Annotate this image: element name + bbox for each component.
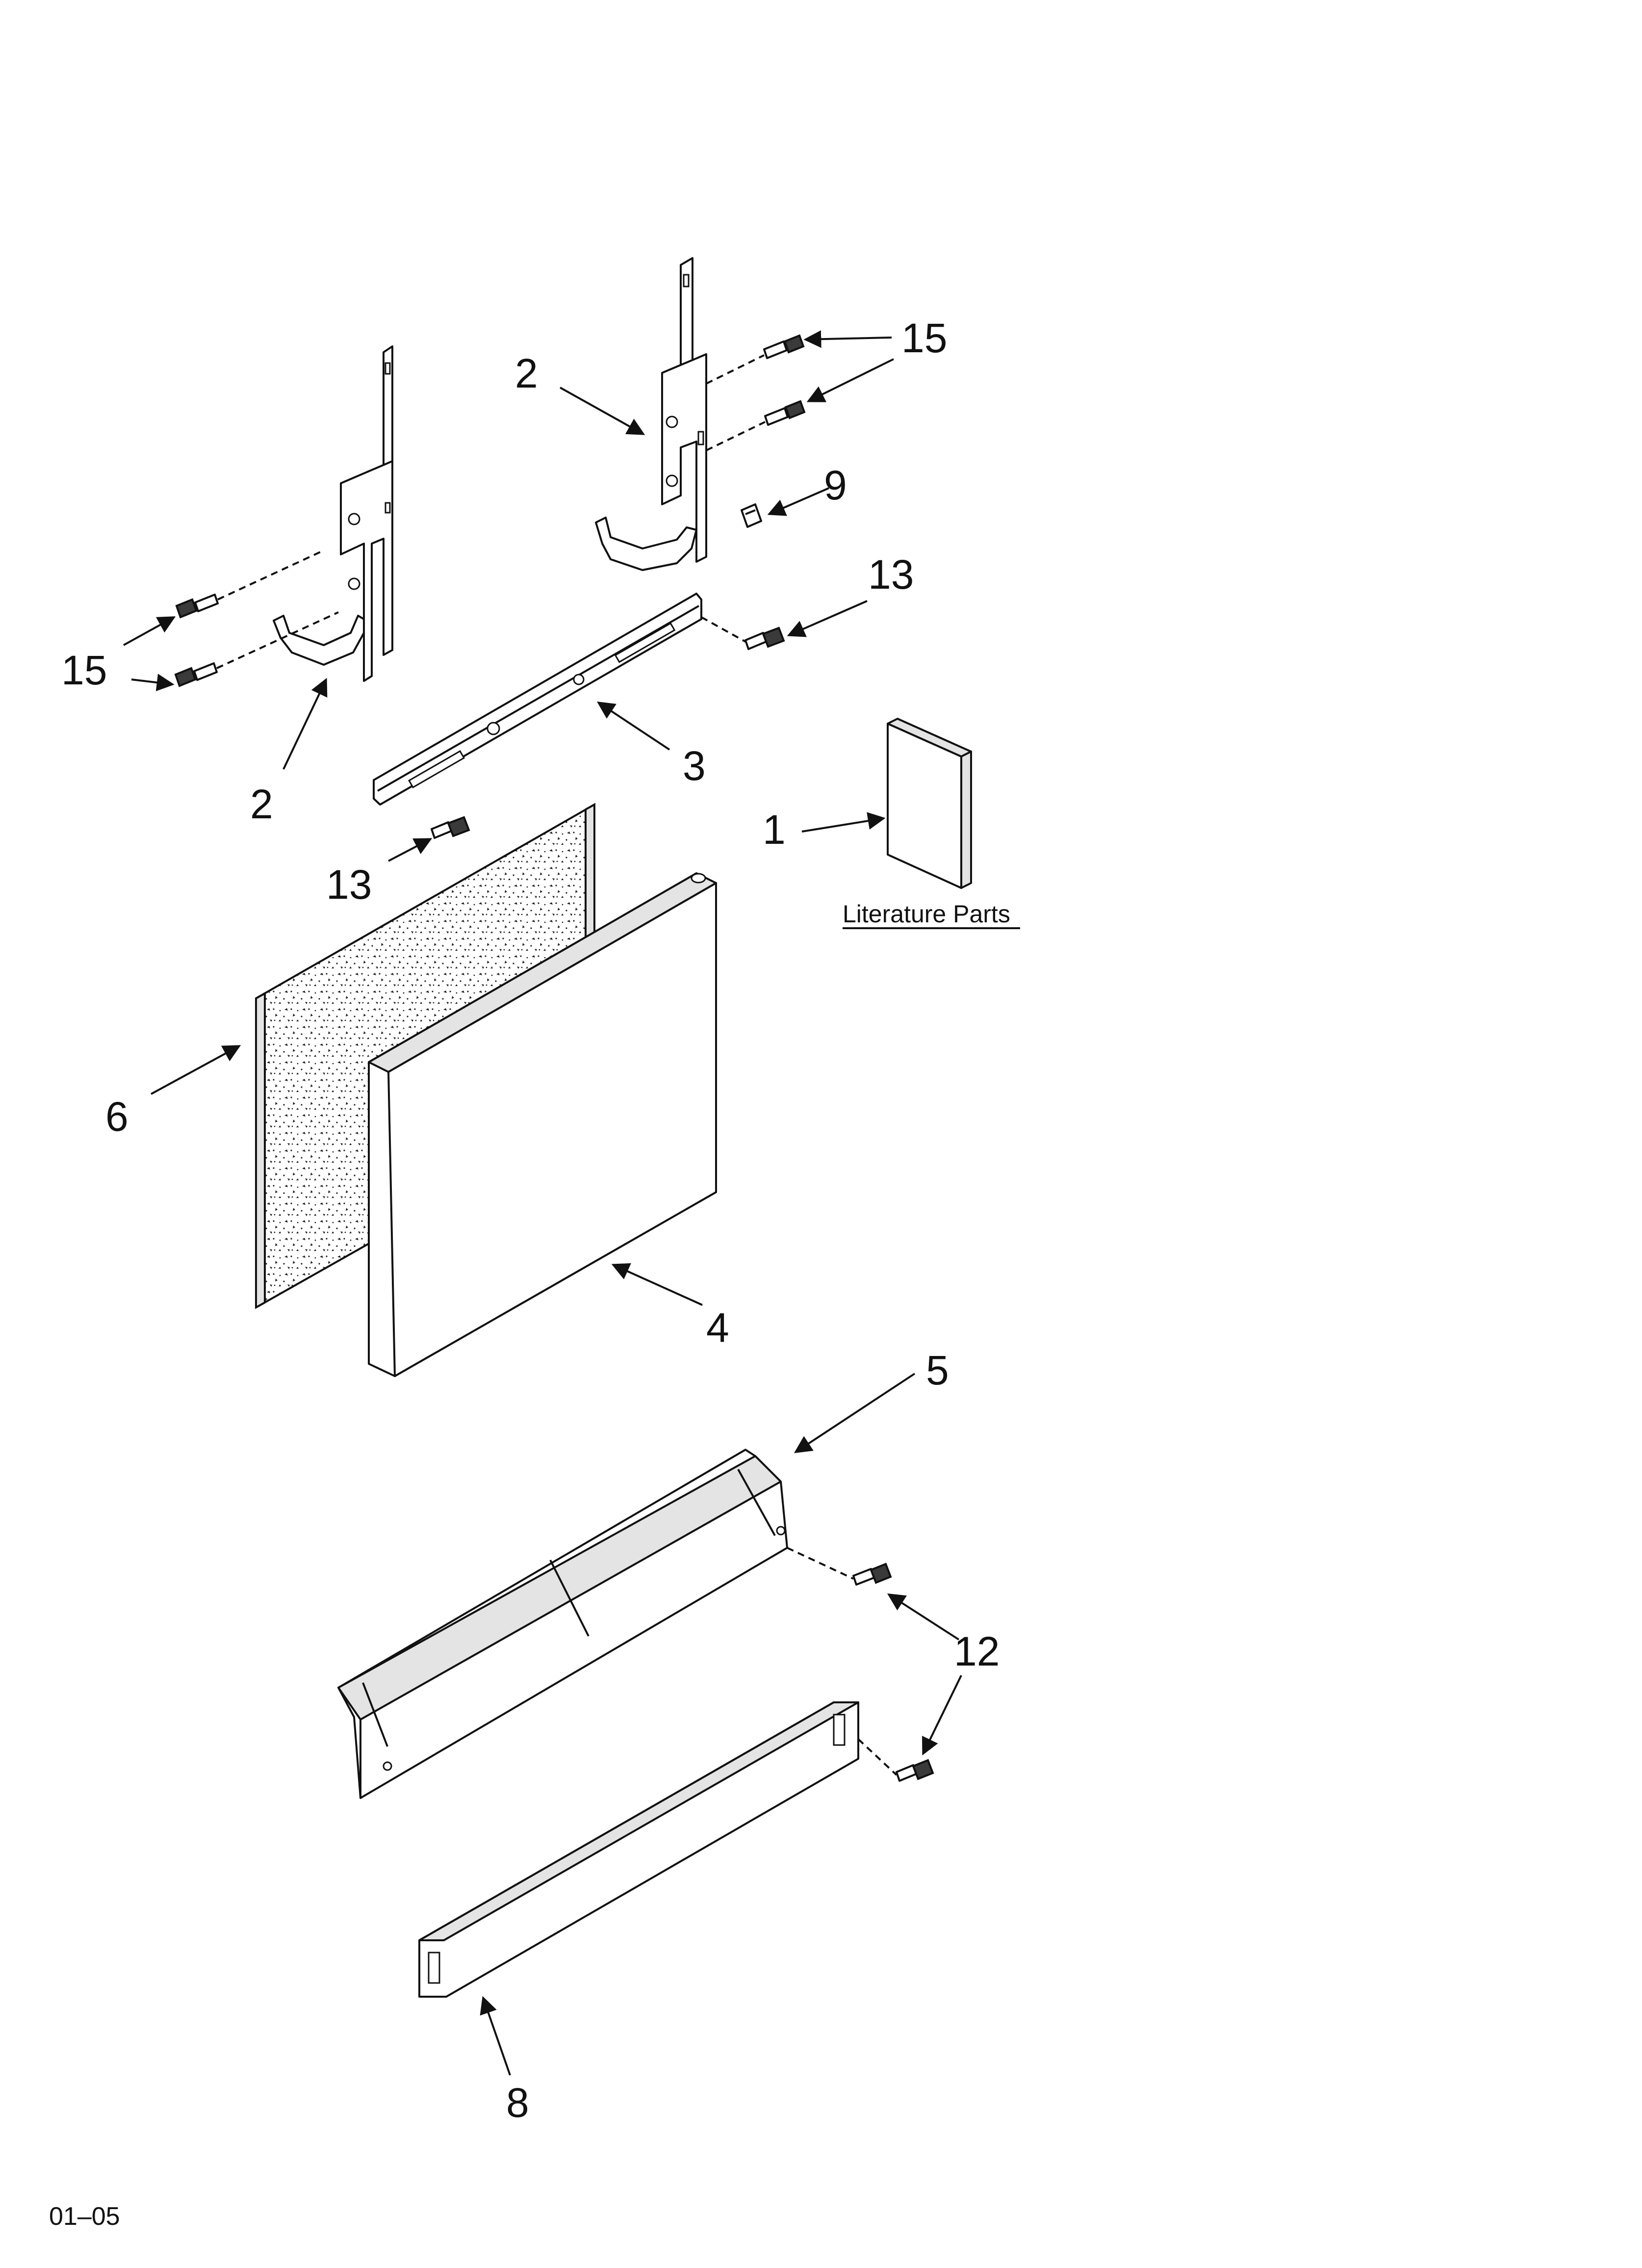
literature-parts-label: Literature Parts — [843, 900, 1010, 928]
access-panel-5 — [337, 1449, 788, 1799]
callout-5: 5 — [926, 1347, 949, 1393]
callout-2-right: 2 — [515, 350, 538, 396]
screw-13-right — [744, 626, 785, 650]
callout-4: 4 — [706, 1304, 729, 1351]
screw-12-upper — [852, 1563, 892, 1586]
door-panel-4 — [368, 872, 717, 1377]
lower-panel-8 — [418, 1701, 859, 1998]
callout-15-right: 15 — [901, 315, 947, 361]
callout-12: 12 — [954, 1628, 1000, 1674]
clip-9 — [741, 503, 762, 528]
assembly-lines — [216, 354, 898, 1776]
callout-6: 6 — [105, 1094, 128, 1140]
leader-arrows — [123, 330, 962, 2076]
callout-1: 1 — [763, 807, 786, 853]
hinge-bracket-left — [273, 345, 393, 682]
screw-13-lower — [431, 816, 470, 839]
screw-15-right-lower — [764, 400, 806, 426]
callout-13-lower: 13 — [326, 861, 372, 908]
screw-15-left-lower — [174, 662, 218, 687]
screw-15-right-upper — [763, 334, 805, 359]
mounting-rail-3 — [373, 593, 702, 806]
callout-9: 9 — [824, 462, 847, 508]
callout-2-left: 2 — [250, 781, 273, 827]
callout-13-right: 13 — [868, 551, 914, 598]
footer-code: 01–05 — [49, 2202, 120, 2231]
literature-parts-book — [887, 718, 972, 889]
callout-3: 3 — [683, 743, 706, 789]
screw-12-lower — [896, 1759, 934, 1782]
screw-15-left-upper — [175, 594, 219, 619]
callout-15-left: 15 — [61, 647, 107, 693]
hinge-bracket-right — [595, 257, 707, 571]
callout-8: 8 — [506, 2080, 529, 2126]
